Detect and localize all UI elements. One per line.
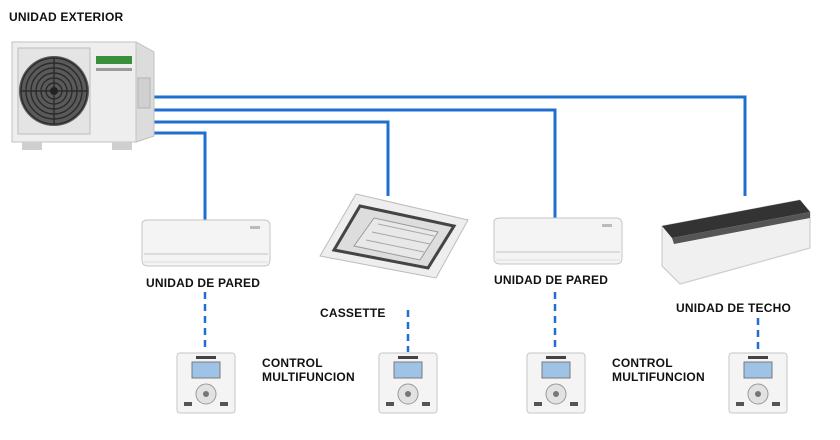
label-control-right: CONTROL MULTIFUNCION (612, 356, 705, 384)
label-wall-unit-left: UNIDAD DE PARED (146, 276, 261, 290)
label-control-right-line1: CONTROL (612, 356, 673, 370)
label-control-right-line2: MULTIFUNCION (612, 370, 705, 384)
label-ceiling-unit: UNIDAD DE TECHO (676, 301, 792, 315)
remote-controller-4-image (728, 352, 788, 414)
label-control-left-line2: MULTIFUNCION (262, 370, 355, 384)
pipe-to-wall-right (148, 108, 557, 218)
label-cassette: CASSETTE (320, 306, 386, 320)
label-outdoor-unit: UNIDAD EXTERIOR (9, 10, 124, 24)
wall-unit-right-image (493, 217, 623, 265)
label-control-left: CONTROL MULTIFUNCION (262, 356, 355, 384)
pipe-to-wall-left (148, 131, 207, 220)
remote-controller-3-image (526, 352, 586, 414)
wall-unit-left-image (141, 219, 271, 267)
cassette-unit-image (319, 193, 469, 279)
remote-controller-1-image (176, 352, 236, 414)
pipe-to-cassette (148, 120, 390, 196)
label-wall-unit-right: UNIDAD DE PARED (494, 273, 609, 287)
ceiling-unit-image (661, 199, 811, 285)
remote-controller-2-image (378, 352, 438, 414)
outdoor-unit-image (11, 41, 155, 150)
pipe-to-ceiling (148, 95, 747, 196)
label-control-left-line1: CONTROL (262, 356, 323, 370)
